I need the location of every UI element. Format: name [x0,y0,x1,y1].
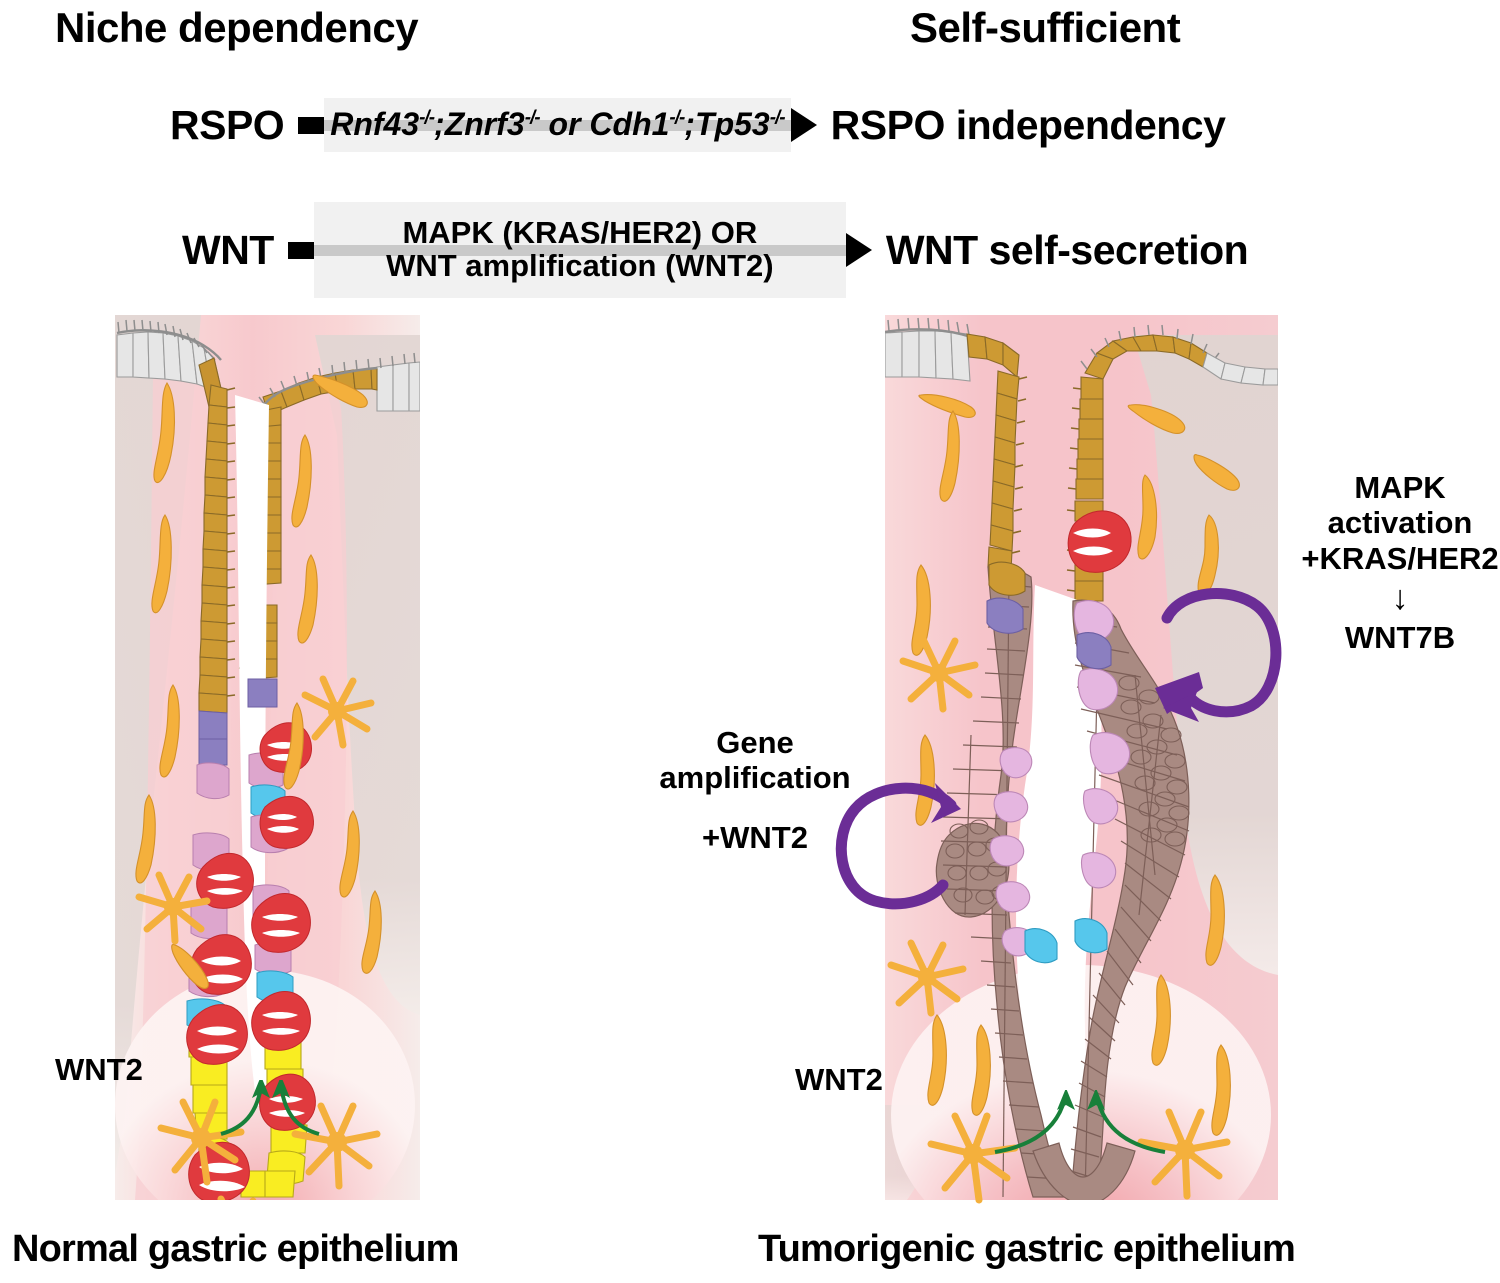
wnt-mechanism-line2: WNT amplification (WNT2) [386,248,774,283]
lilac-cells-right [1073,600,1131,889]
gene-line-3: +WNT2 [702,819,808,855]
surface-cells-right [376,361,420,412]
blue-cell-left [1024,928,1058,964]
foveolar-cells-left-r [966,333,1020,572]
wnt-mechanism-box: MAPK (KRAS/HER2) OR WNT amplification (W… [313,202,846,298]
tumor-gland-base [1032,1142,1136,1200]
blue-cell-right [1074,918,1108,954]
header-title-right: Self-sufficient [910,4,1181,51]
gene-amplification-feedback-loop-icon [835,782,961,910]
rspo-outcome-label: RSPO independency [830,101,1226,148]
wnt2-label-right: WNT2 [795,1062,883,1097]
pathway-row-rspo: RSPO Rnf43-/-;Znrf3-/- or Cdh1-/-;Tp53-/… [170,95,1226,155]
tumor-cells-right-arm [1070,599,1190,1198]
mapk-line-1: MAPK [1354,470,1446,505]
down-arrow-icon: ↓ [1391,578,1409,617]
foveolar-cells-right-r [1074,334,1208,602]
mapk-feedback-loop-icon [1155,588,1282,722]
right-wnt2-secretion-group [927,1090,1231,1204]
gene-amplification-annotation: Gene amplification +WNT2 [635,725,875,855]
inhibition-bar-icon [298,116,325,134]
wnt2-arrowheads-right [1057,1090,1105,1110]
gene-line-2: amplification [659,760,851,796]
purple-cell-left [986,597,1024,634]
rspo-mechanism-box: Rnf43-/-;Znrf3-/- or Cdh1-/-;Tp53-/- [324,98,791,152]
rspo-source-label: RSPO [170,101,285,148]
wnt2-green-arrows-right [994,1097,1166,1154]
purple-cell-right [1076,632,1112,670]
inhibition-bar-icon-2 [287,241,314,259]
spindle-fibroblasts-r [911,394,1240,1136]
gold-transition-cell [988,561,1026,596]
header-title-left: Niche dependency [55,4,419,51]
mapk-line-4: WNT7B [1344,620,1456,656]
foveolar-cells-left [198,357,228,714]
wnt2-green-arrows [220,1085,320,1136]
pathway-row-wnt: WNT MAPK (KRAS/HER2) OR WNT amplificatio… [182,200,1249,300]
mapk-line-2: activation [1327,505,1473,541]
annotation-spacer [635,796,875,820]
spindle-fibroblasts [135,374,382,989]
wnt-source-label: WNT [182,226,274,273]
wnt2-label-left: WNT2 [55,1052,143,1087]
rspo-mechanism-text: Rnf43-/-;Znrf3-/- or Cdh1-/-;Tp53-/- [330,106,785,143]
wnt-arrow-icon [845,233,872,267]
wnt-outcome-label: WNT self-secretion [885,226,1249,273]
wnt-mechanism-line1: MAPK (KRAS/HER2) OR [402,215,758,251]
wnt-mechanism-text: MAPK (KRAS/HER2) OR WNT amplification (W… [386,215,774,283]
parietal-cell-right-panel [1067,510,1132,573]
tumor-nuclei-right [1118,675,1190,847]
mechanism-through-bar-2 [313,245,846,256]
wnt2-arrowheads [252,1080,290,1098]
mapk-activation-annotation: MAPK activation +KRAS/HER2 ↓ WNT7B [1300,470,1500,656]
gene-line-1: Gene [716,725,794,760]
left-wnt2-secretion-group [157,1080,381,1190]
normal-gastric-tissue-panel [115,315,420,1200]
brush-border-left [226,387,236,697]
tumorigenic-gastric-tissue-panel [885,315,1278,1200]
mechanism-through-bar [324,120,791,131]
mapk-line-3: +KRAS/HER2 [1301,540,1499,576]
caption-normal-epithelium: Normal gastric epithelium [12,1228,459,1270]
surface-cells-left-r [885,330,971,382]
rspo-arrow-icon [790,108,817,142]
tumor-lumen [1016,585,1102,1181]
stellate-nuclei [164,702,346,916]
caption-tumorigenic-epithelium: Tumorigenic gastric epithelium [758,1228,1296,1270]
microvilli-left [117,319,216,361]
